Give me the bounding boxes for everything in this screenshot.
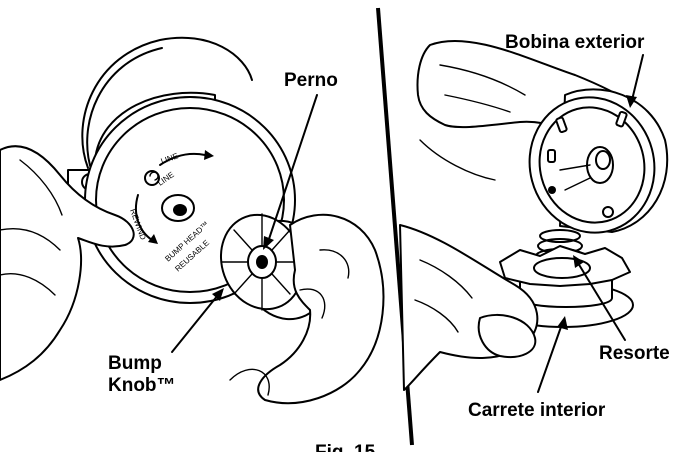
label-pin: Perno (284, 70, 338, 91)
right-panel: Bobina exterior Resorte Carrete interior (400, 32, 670, 421)
left-panel: LINE LINE REWIND BUMP HEAD™ REUSABLE (0, 38, 383, 403)
inner-reel-leader (538, 324, 562, 392)
lower-hand (400, 225, 537, 390)
label-bump-knob-line1: Bump (108, 353, 162, 374)
label-outer-spool: Bobina exterior (505, 32, 645, 53)
figure-caption: Fig. 15 (315, 442, 376, 452)
label-inner-reel: Carrete interior (468, 400, 606, 421)
label-bump-knob-line2: Knob™ (108, 375, 176, 396)
label-spring: Resorte (599, 343, 670, 364)
outer-spool-leader (632, 55, 643, 100)
